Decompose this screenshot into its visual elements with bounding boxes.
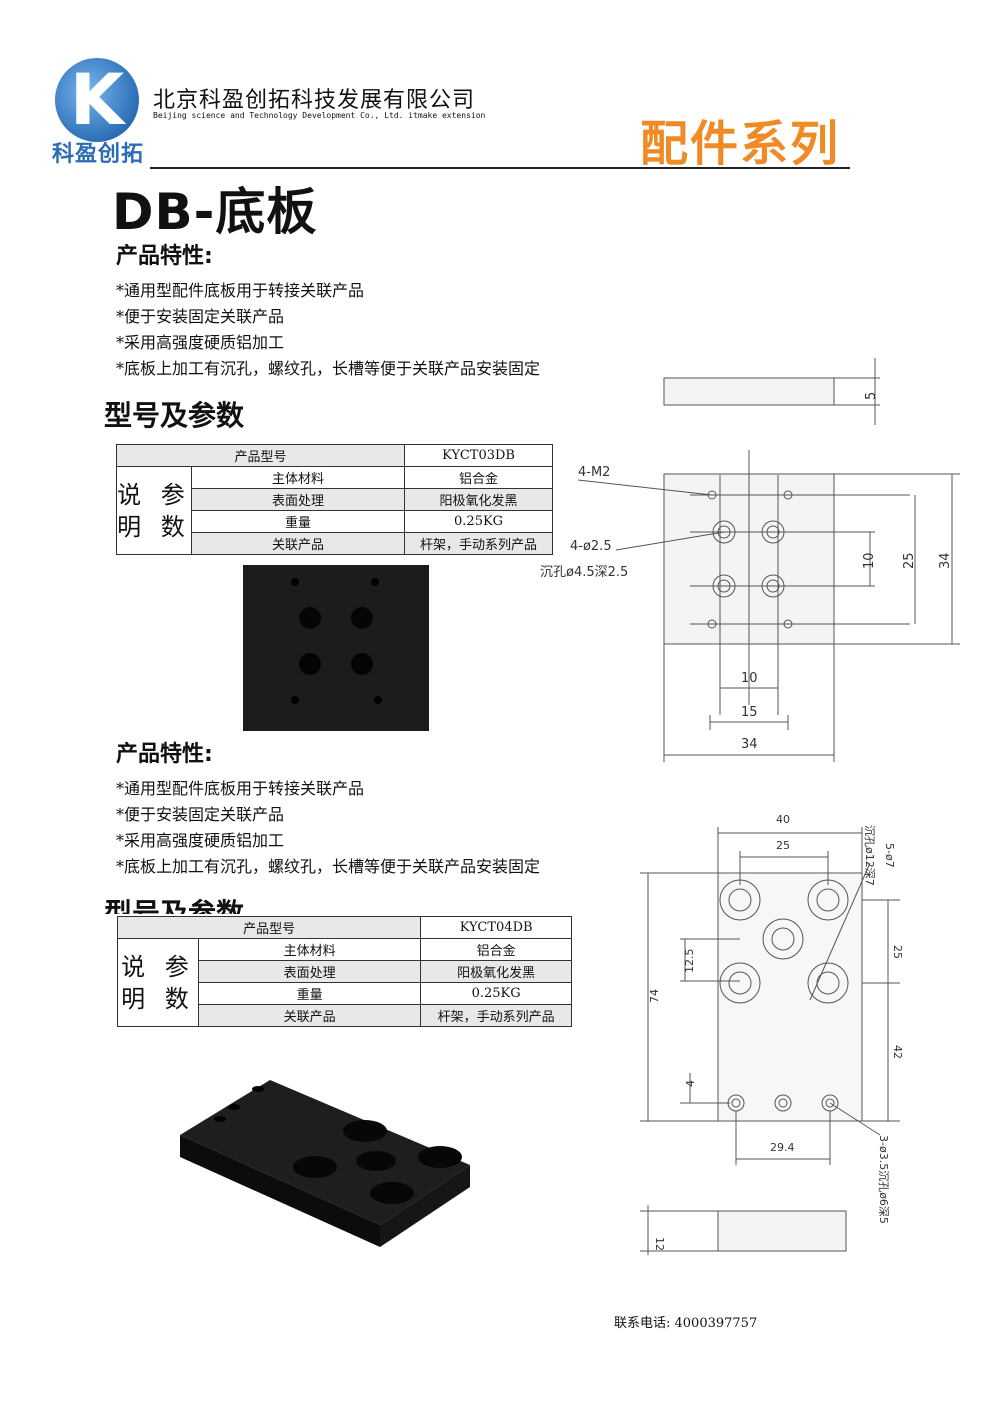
- product-photo-kyct04db: [180, 1080, 470, 1247]
- row-label: 关联产品: [197, 1004, 422, 1027]
- label-holes: 4-ø2.5: [570, 539, 612, 554]
- row-label: 重量: [197, 982, 422, 1005]
- dim-25-right: 25: [891, 945, 904, 959]
- row-label: 表面处理: [190, 488, 406, 511]
- row-label: 主体材料: [197, 938, 422, 961]
- row-value: 杆架，手动系列产品: [404, 532, 553, 555]
- dim-25: 25: [902, 552, 917, 569]
- dim-4: 4: [684, 1080, 697, 1087]
- dim-thickness: 5: [864, 392, 879, 400]
- dim-25-top: 25: [776, 839, 790, 852]
- features-heading-1: 产品特性:: [116, 244, 213, 269]
- dim-34-h: 34: [741, 737, 758, 752]
- technical-drawing-kyct04db: 40 25 沉孔ø12深7 5-ø7 25 12.5 74 42 4 29.4 …: [640, 813, 904, 1255]
- side-label: 说 参 明 数: [117, 938, 199, 1027]
- row-label: 重量: [190, 510, 406, 533]
- feature-item: *便于安装固定关联产品: [116, 805, 285, 824]
- dim-15: 15: [741, 705, 758, 720]
- logo-circle: [55, 58, 139, 142]
- logo-letter: K: [69, 59, 125, 141]
- label-counterbore: 沉孔ø4.5深2.5: [540, 565, 628, 580]
- spec-table-1: 产品型号 KYCT03DB 说 参 明 数 主体材料 铝合金 表面处理 阳极氧化…: [115, 444, 553, 555]
- params-heading-1: 型号及参数: [104, 399, 245, 432]
- row-label: 主体材料: [190, 466, 406, 489]
- company-name-en: Beijing science and Technology Developme…: [153, 111, 486, 120]
- technical-drawing-kyct03db: 5 4-M2 4-ø2.5 沉孔ø4.5深2.5 10 25 34 10 15 …: [540, 358, 960, 762]
- row-value: 阳极氧化发黑: [404, 488, 553, 511]
- row-label: 表面处理: [197, 960, 422, 983]
- label-thread: 4-M2: [578, 465, 610, 480]
- row-label: 关联产品: [190, 532, 406, 555]
- row-value: 铝合金: [420, 938, 572, 961]
- dim-74: 74: [648, 989, 661, 1003]
- feature-item: *底板上加工有沉孔，螺纹孔，长槽等便于关联产品安装固定: [116, 857, 541, 876]
- dim-thickness-2: 12: [653, 1237, 666, 1251]
- feature-item: *采用高强度硬质铝加工: [116, 333, 285, 352]
- dim-34-v: 34: [938, 552, 953, 569]
- label-holes-big: 5-ø7: [883, 843, 896, 868]
- page-title: DB-底板: [112, 183, 318, 241]
- dim-42: 42: [891, 1045, 904, 1059]
- feature-item: *采用高强度硬质铝加工: [116, 831, 285, 850]
- feature-item: *底板上加工有沉孔，螺纹孔，长槽等便于关联产品安装固定: [116, 359, 541, 378]
- dim-29-4: 29.4: [770, 1141, 795, 1154]
- dim-10-h: 10: [741, 671, 758, 686]
- feature-item: *通用型配件底板用于转接关联产品: [116, 281, 365, 300]
- features-heading-2: 产品特性:: [116, 742, 213, 767]
- product-photo-kyct03db: [243, 565, 429, 731]
- row-value: 0.25KG: [420, 982, 572, 1005]
- row-value: 杆架，手动系列产品: [420, 1004, 572, 1027]
- row-value: 0.25KG: [404, 510, 553, 533]
- series-title: 配件系列: [640, 116, 841, 172]
- features-list-1: *通用型配件底板用于转接关联产品 *便于安装固定关联产品 *采用高强度硬质铝加工…: [116, 278, 540, 382]
- side-label: 说 参 明 数: [116, 466, 192, 555]
- feature-item: *通用型配件底板用于转接关联产品: [116, 779, 365, 798]
- dim-10-v: 10: [862, 552, 877, 569]
- model-value: KYCT04DB: [420, 916, 572, 939]
- model-label: 产品型号: [116, 916, 422, 939]
- spec-table-2: 产品型号 KYCT04DB 说 参 明 数 主体材料 铝合金 表面处理 阳极氧化…: [116, 916, 572, 1027]
- label-small-holes: 3-ø3.5沉孔ø6深5: [877, 1135, 890, 1224]
- features-list-2: *通用型配件底板用于转接关联产品 *便于安装固定关联产品 *采用高强度硬质铝加工…: [116, 776, 540, 880]
- feature-item: *便于安装固定关联产品: [116, 307, 285, 326]
- params-heading-2: 型号及参数: [104, 897, 245, 914]
- company-name-cn: 北京科盈创拓科技发展有限公司: [153, 88, 476, 113]
- dim-12-5: 12.5: [683, 949, 696, 974]
- header-divider: [150, 167, 850, 169]
- row-value: 阳极氧化发黑: [420, 960, 572, 983]
- dim-40: 40: [776, 813, 790, 826]
- model-label: 产品型号: [115, 444, 406, 467]
- label-counterbore-big: 沉孔ø12深7: [863, 825, 876, 886]
- contact-phone: 联系电话: 4000397757: [614, 1316, 758, 1331]
- logo-text: 科盈创拓: [52, 142, 145, 167]
